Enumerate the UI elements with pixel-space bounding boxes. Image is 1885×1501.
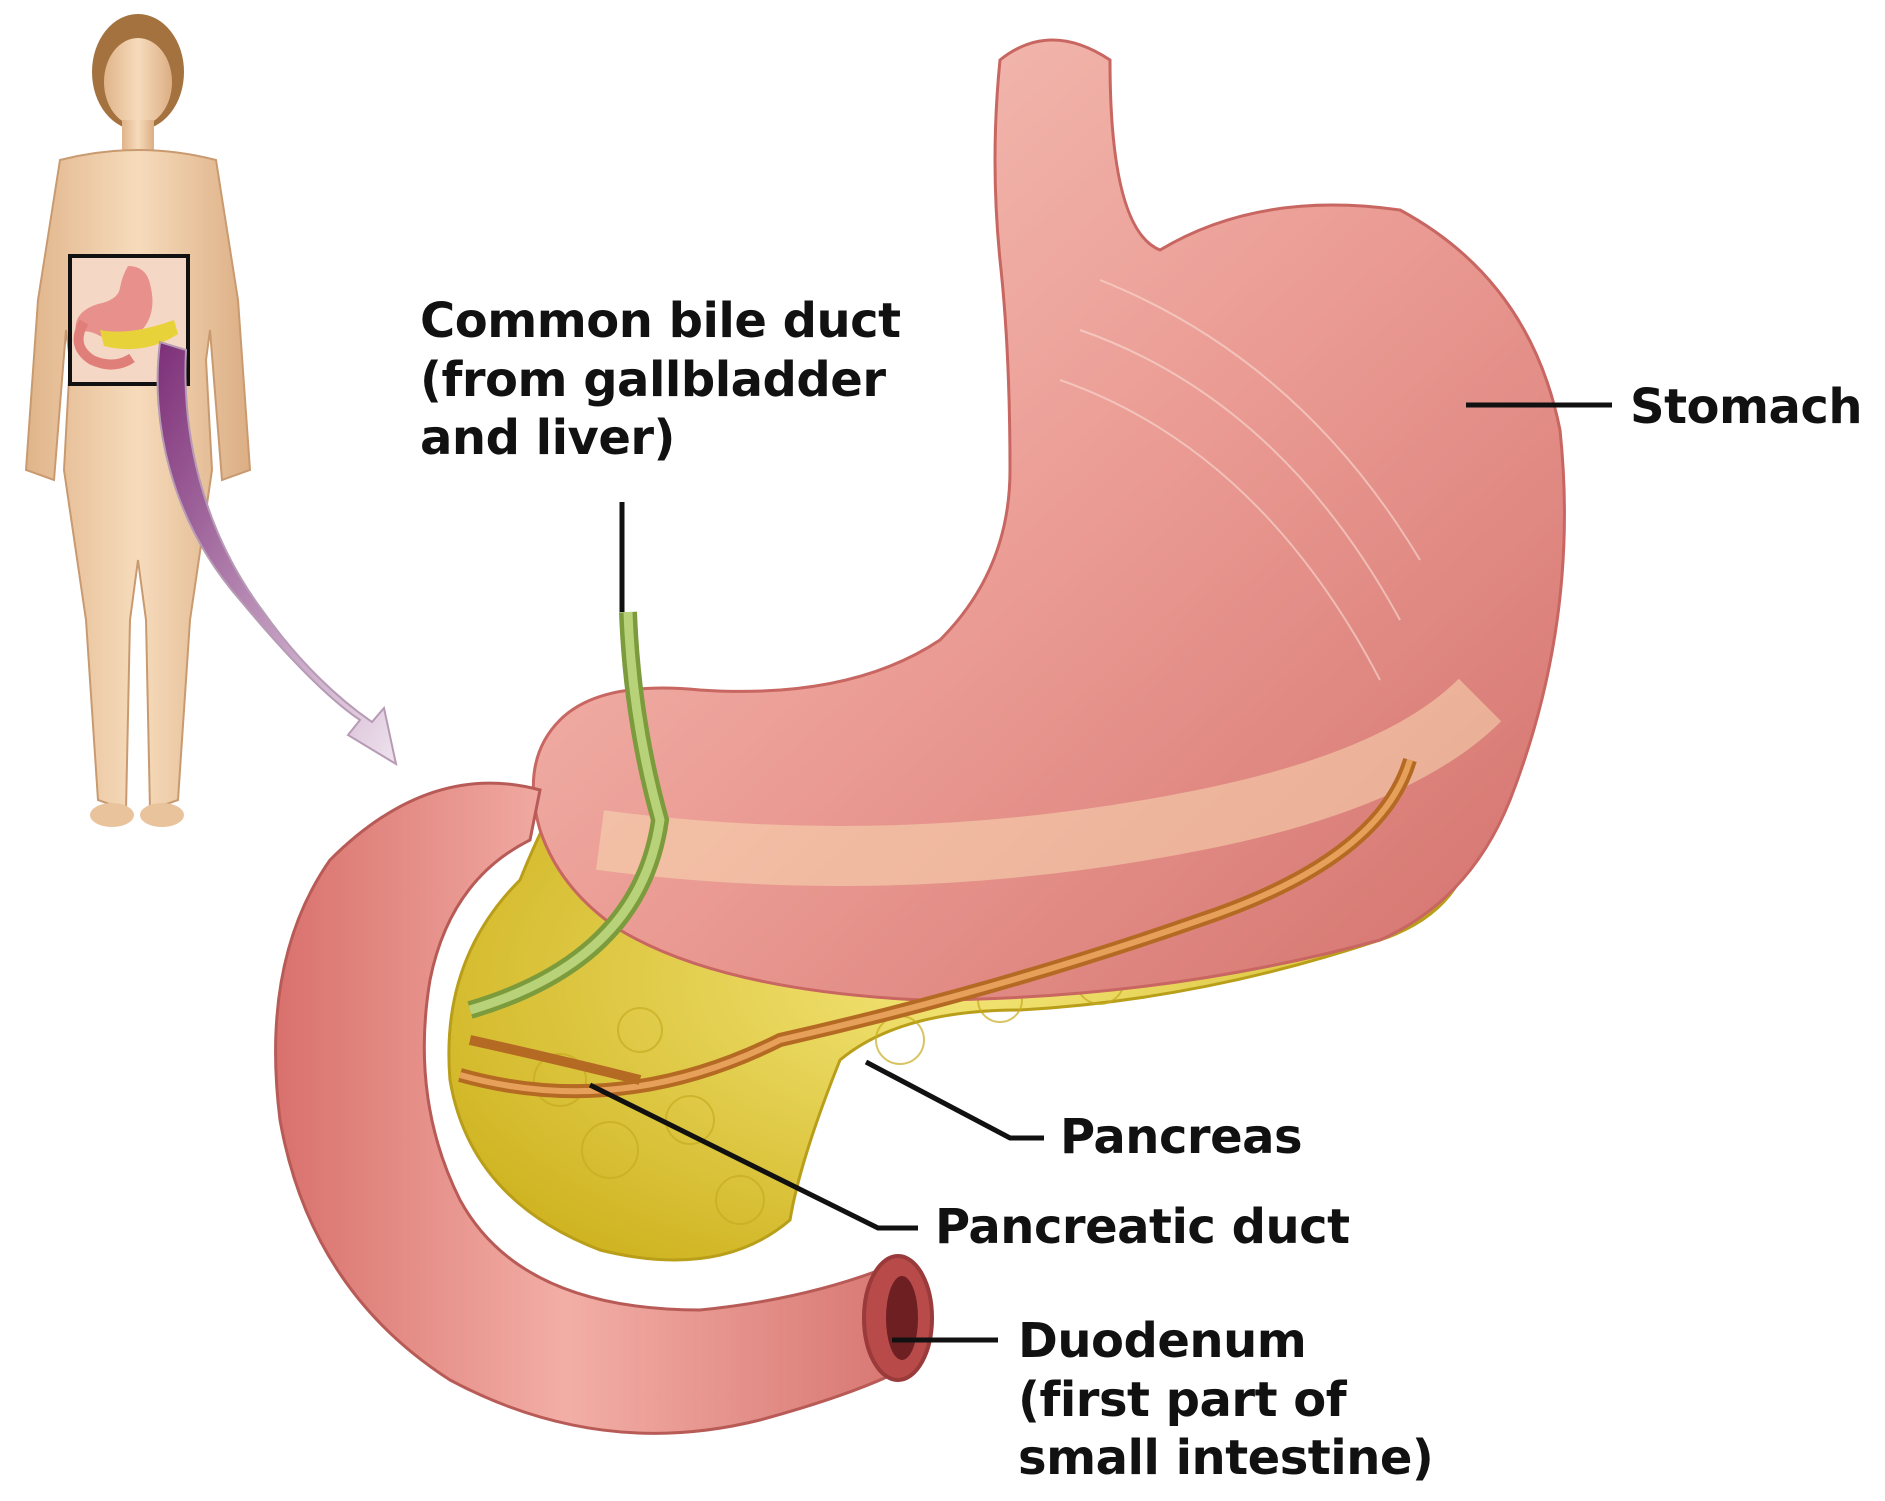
stomach-label: Stomach [1630, 378, 1862, 437]
common-bile-duct-label: Common bile duct (from gallbladder and l… [420, 292, 901, 468]
label-line: and liver) [420, 409, 901, 468]
label-line: Common bile duct [420, 292, 901, 351]
label-line: small intestine) [1018, 1429, 1433, 1488]
stomach [533, 40, 1564, 1000]
pancreatic-duct-label: Pancreatic duct [935, 1198, 1350, 1257]
leader-pancreas [866, 1062, 1044, 1138]
label-line: (from gallbladder [420, 351, 901, 410]
body-figure [26, 14, 250, 827]
duodenum-label: Duodenum (first part of small intestine) [1018, 1312, 1433, 1488]
pancreas-label: Pancreas [1060, 1108, 1302, 1167]
label-line: Duodenum [1018, 1312, 1433, 1371]
label-line: (first part of [1018, 1371, 1433, 1430]
